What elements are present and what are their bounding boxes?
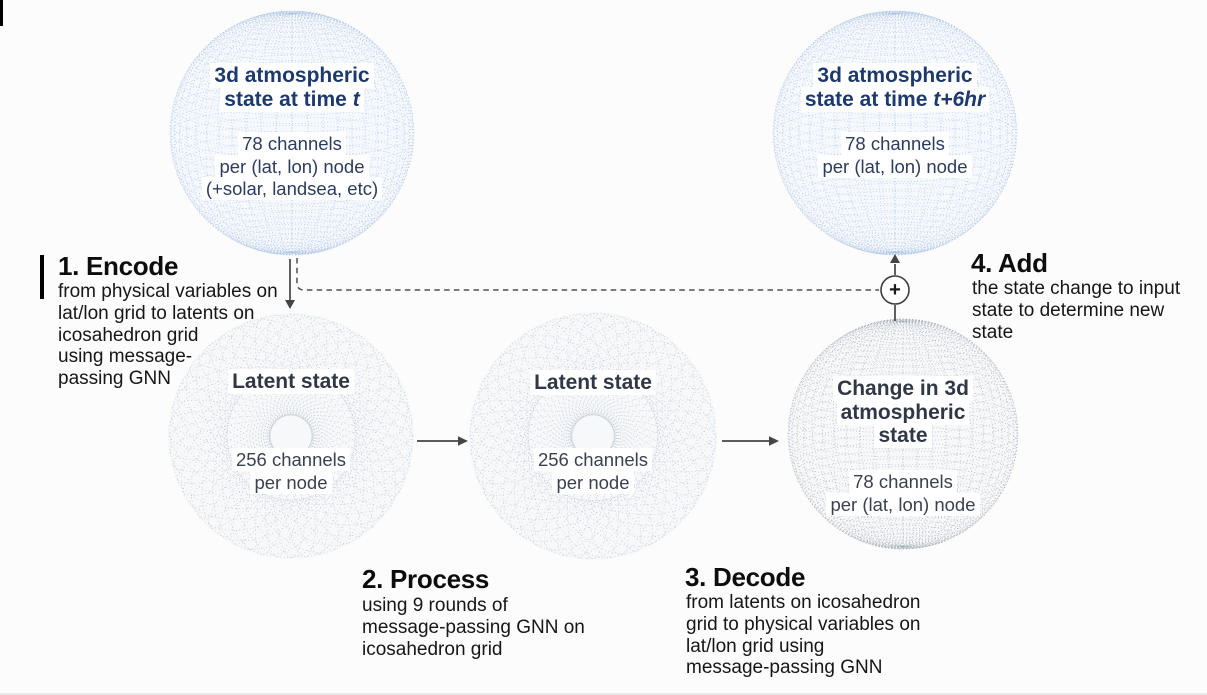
delta-sphere-subtitle: 78 channels per (lat, lon) node	[783, 470, 1023, 516]
latent1-sphere-title: Latent state	[171, 369, 411, 394]
input-sphere-title: 3d atmospheric state at time t	[172, 63, 412, 112]
step-add-heading: 4. Add	[971, 248, 1048, 278]
step-encode-heading: 1. Encode	[58, 251, 179, 281]
plus-operator: +	[880, 275, 910, 305]
output-sphere-title: 3d atmospheric state at time t+6hr	[775, 63, 1015, 112]
delta-sphere-title: Change in 3d atmospheric state	[783, 376, 1023, 448]
svg-text:+: +	[889, 279, 901, 301]
step-process-body: using 9 rounds of message-passing GNN on…	[362, 595, 585, 660]
step-encode-body: from physical variables on lat/lon grid …	[58, 281, 278, 390]
latent2-sphere-mesh	[469, 312, 717, 560]
latent2-sphere-title: Latent state	[473, 370, 713, 395]
step-decode-heading: 3. Decode	[685, 562, 806, 592]
step-add-body: the state change to input state to deter…	[972, 278, 1181, 343]
bottom-edge-line	[0, 693, 1207, 695]
screen-edge-artifact-encode	[40, 255, 44, 299]
input-sphere-subtitle: 78 channels per (lat, lon) node (+solar,…	[172, 132, 412, 201]
step-process-heading: 2. Process	[362, 564, 490, 594]
latent1-sphere-subtitle: 256 channels per node	[171, 448, 411, 494]
step-decode-body: from latents on icosahedron grid to phys…	[686, 592, 921, 679]
latent2-sphere-subtitle: 256 channels per node	[473, 448, 713, 494]
screen-edge-artifact-top-left	[0, 0, 3, 26]
output-sphere-subtitle: 78 channels per (lat, lon) node	[775, 132, 1015, 178]
